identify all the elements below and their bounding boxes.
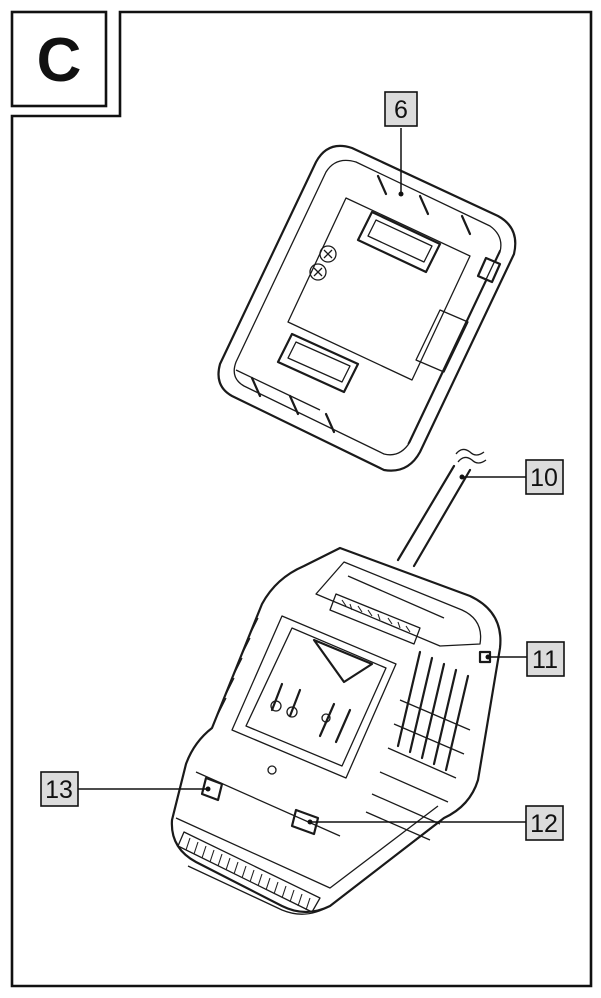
- callout-11-label: 11: [532, 646, 558, 674]
- callout-11: 11: [485, 641, 565, 677]
- panel-label-box: C: [10, 10, 108, 108]
- panel-label: C: [37, 26, 82, 95]
- battery-pack: [217, 144, 517, 472]
- callout-12-label: 12: [530, 810, 558, 838]
- callout-10-label: 10: [530, 464, 558, 492]
- callout-6: 6: [384, 91, 418, 197]
- callout-13: 13: [40, 771, 211, 807]
- callout-12: 12: [307, 805, 564, 841]
- charger: [170, 448, 502, 915]
- callout-6-label: 6: [394, 96, 408, 124]
- power-cable: [396, 464, 472, 568]
- callout-10: 10: [459, 459, 564, 495]
- figure-frame: [10, 10, 593, 988]
- callout-13-label: 13: [45, 776, 73, 804]
